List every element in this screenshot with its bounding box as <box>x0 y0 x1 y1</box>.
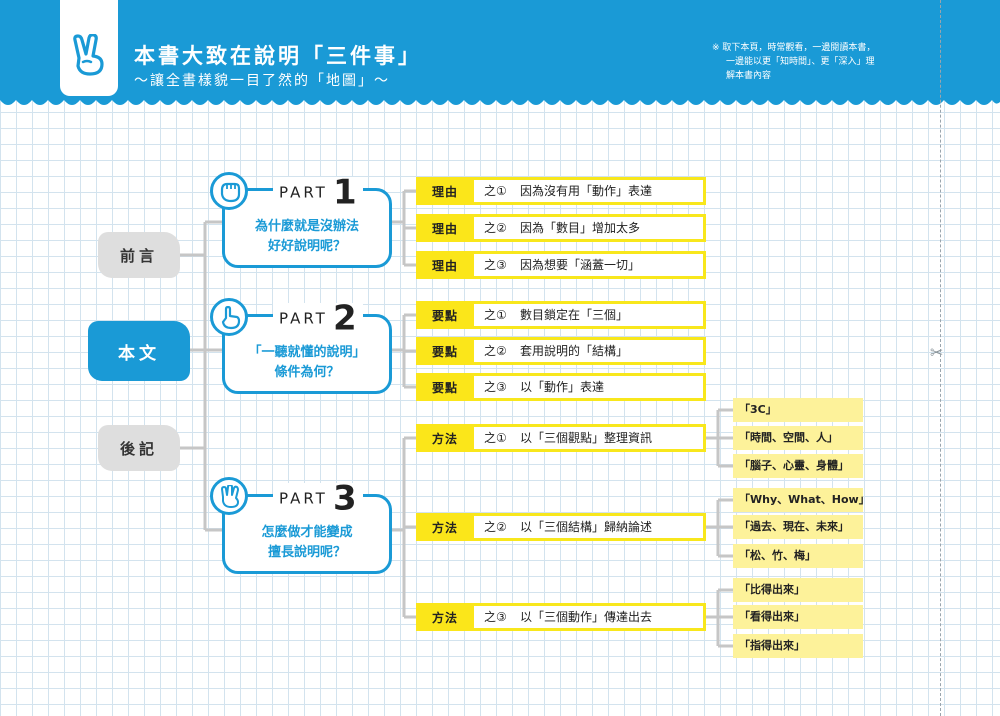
part-number: 1 <box>332 172 357 213</box>
point-item: 要點 之② 套用說明的「結構」 <box>416 337 706 365</box>
afterword-box: 後記 <box>98 425 180 471</box>
method-item: 方法 之① 以「三個觀點」整理資訊 <box>416 424 706 452</box>
method-item: 方法 之③ 以「三個動作」傳達出去 <box>416 603 706 631</box>
point-item: 要點 之③ 以「動作」表達 <box>416 373 706 401</box>
question-line: 怎麼做才能變成 <box>261 525 353 540</box>
part-1-label: PART 1 <box>273 176 363 210</box>
item-index: 之② <box>484 520 507 534</box>
method-sub-item: 「指得出來」 <box>733 634 863 658</box>
part-2-box: PART 2 「一聽就懂的說明」 條件為何？ <box>222 302 392 394</box>
method-item: 方法 之② 以「三個結構」歸納論述 <box>416 513 706 541</box>
question-line: 條件為何？ <box>274 365 340 380</box>
page-title: 本書大致在說明「三件事」 <box>134 44 422 68</box>
part-number: 3 <box>332 478 357 519</box>
method-sub-item: 「腦子、心靈、身體」 <box>733 454 863 478</box>
item-text: 數目鎖定在「三個」 <box>520 308 629 322</box>
cut-line <box>940 0 941 716</box>
question-line: 為什麼就是沒辦法 <box>254 219 359 234</box>
part-word: PART <box>279 183 328 202</box>
question-line: 好好說明呢？ <box>267 239 346 254</box>
method-sub-item: 「時間、空間、人」 <box>733 426 863 450</box>
header-banner <box>0 0 1000 100</box>
item-index: 之③ <box>484 258 507 272</box>
logo-tab <box>60 0 118 96</box>
scissors-icon: ✂ <box>930 343 944 362</box>
part-number: 2 <box>332 298 357 339</box>
item-tag: 理由 <box>416 251 474 279</box>
usage-note-line: 一邊能以更「知時間」、更「深入」理 <box>726 57 875 67</box>
header-wave-edge <box>0 98 1000 105</box>
item-tag: 方法 <box>416 603 474 631</box>
question-line: 擅長說明呢？ <box>267 545 346 560</box>
reason-item: 理由 之② 因為「數目」增加太多 <box>416 214 706 242</box>
method-sub-item: 「過去、現在、未來」 <box>733 515 863 539</box>
preface-box: 前言 <box>98 232 180 278</box>
item-index: 之③ <box>484 380 507 394</box>
item-tag: 要點 <box>416 337 474 365</box>
item-text: 以「三個觀點」整理資訊 <box>520 431 653 445</box>
item-index: 之② <box>484 344 507 358</box>
question-line: 「一聽就懂的說明」 <box>248 345 366 360</box>
item-text: 因為沒有用「動作」表達 <box>520 184 653 198</box>
item-tag: 方法 <box>416 424 474 452</box>
item-text: 因為「數目」增加太多 <box>520 221 641 235</box>
item-tag: 要點 <box>416 373 474 401</box>
reason-item: 理由 之① 因為沒有用「動作」表達 <box>416 177 706 205</box>
usage-note-line: ※ 取下本頁，時常觀看，一邊閱讀本書， <box>712 43 876 53</box>
hand-peace-icon <box>73 34 104 76</box>
point-item: 要點 之① 數目鎖定在「三個」 <box>416 301 706 329</box>
item-index: 之① <box>484 308 507 322</box>
part-1-box: PART 1 為什麼就是沒辦法 好好說明呢？ <box>222 176 392 268</box>
item-text: 以「動作」表達 <box>520 380 605 394</box>
part-2-label: PART 2 <box>273 302 363 336</box>
item-text: 以「三個結構」歸納論述 <box>520 520 653 534</box>
part-word: PART <box>279 309 328 328</box>
item-index: 之② <box>484 221 507 235</box>
hand-fist-icon <box>210 172 248 210</box>
item-index: 之① <box>484 431 507 445</box>
part-1-question: 為什麼就是沒辦法 好好說明呢？ <box>225 217 389 257</box>
part-3-label: PART 3 <box>273 482 363 516</box>
item-tag: 要點 <box>416 301 474 329</box>
item-text: 套用說明的「結構」 <box>520 344 629 358</box>
method-sub-item: 「Why、What、How」 <box>733 488 870 512</box>
method-sub-item: 「松、竹、梅」 <box>733 544 863 568</box>
method-sub-item: 「比得出來」 <box>733 578 863 602</box>
item-text: 因為想要「涵蓋一切」 <box>520 258 641 272</box>
item-text: 以「三個動作」傳達出去 <box>520 610 653 624</box>
item-tag: 理由 <box>416 177 474 205</box>
item-tag: 理由 <box>416 214 474 242</box>
reason-item: 理由 之③ 因為想要「涵蓋一切」 <box>416 251 706 279</box>
hand-point-icon <box>210 298 248 336</box>
hand-three-icon <box>210 477 248 515</box>
part-word: PART <box>279 489 328 508</box>
item-index: 之① <box>484 184 507 198</box>
method-sub-item: 「看得出來」 <box>733 605 863 629</box>
item-index: 之③ <box>484 610 507 624</box>
part-3-question: 怎麼做才能變成 擅長說明呢？ <box>225 523 389 563</box>
part-3-box: PART 3 怎麼做才能變成 擅長說明呢？ <box>222 482 392 574</box>
page-subtitle: ～讓全書樣貌一目了然的「地圖」～ <box>134 73 390 89</box>
usage-note-line: 解本書內容 <box>726 71 772 81</box>
part-2-question: 「一聽就懂的說明」 條件為何？ <box>225 343 389 383</box>
main-text-box: 本文 <box>88 321 190 381</box>
usage-note: ※ 取下本頁，時常觀看，一邊閱讀本書， 一邊能以更「知時間」、更「深入」理 解本… <box>712 41 912 83</box>
method-sub-item: 「3C」 <box>733 398 863 422</box>
item-tag: 方法 <box>416 513 474 541</box>
